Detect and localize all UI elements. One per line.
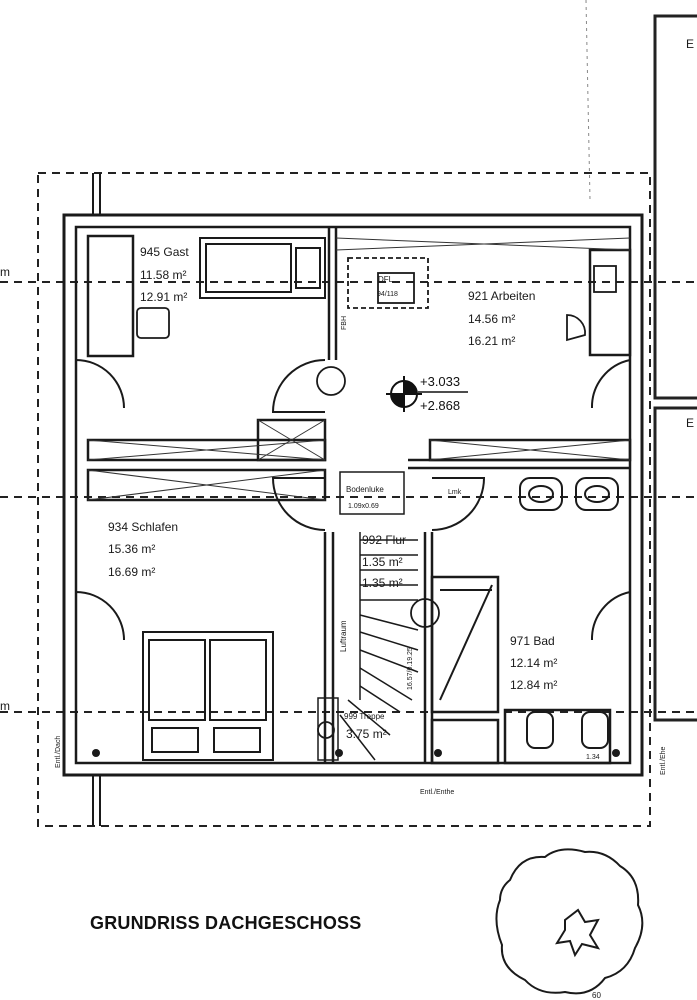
bodenluke-size: 1.09x0.69 [348, 503, 379, 510]
corner-number: 60 [592, 991, 601, 1000]
enth-right: Entl./Ehe [660, 746, 667, 775]
level-marker [386, 376, 468, 412]
gast-area2: 12.91 m² [140, 290, 187, 304]
edge-m-bottom: m [0, 699, 10, 713]
interior-walls [86, 227, 632, 765]
arbeiten-area2: 16.21 m² [468, 334, 515, 348]
schlafen-name: 934 Schlafen [108, 520, 178, 534]
sheet-line [585, 0, 591, 201]
guest-bed [199, 237, 326, 299]
dfl-label: DFL [378, 275, 394, 284]
bad-name: 971 Bad [510, 634, 555, 648]
treppe-area: 3.75 m² [346, 727, 387, 741]
schlafen-area1: 15.36 m² [108, 542, 155, 556]
luftraum-label: Luftraum [339, 620, 348, 652]
arbeiten-name: 921 Arbeiten [468, 289, 535, 303]
enth-left: Entl./Dach [55, 736, 62, 768]
edge-m-top: m [0, 265, 10, 279]
staircase [317, 471, 419, 761]
gast-area1: 11.58 m² [140, 268, 186, 282]
corner-posts [92, 749, 620, 757]
double-bed [142, 631, 274, 761]
edge-e-mid: E [686, 416, 694, 430]
tree-symbol [495, 848, 644, 995]
arbeiten-area1: 14.56 m² [468, 312, 515, 326]
plan-title: GRUNDRISS DACHGESCHOSS [90, 913, 362, 933]
dfl-size: 94/118 [377, 291, 398, 298]
level-lower: +2.868 [420, 398, 460, 413]
doors [75, 359, 631, 641]
bathroom-fixtures [439, 477, 619, 749]
flur-area1: 1.35 m² [362, 555, 403, 569]
lmk-label: Lmk [448, 489, 462, 496]
gast-name: 945 Gast [140, 245, 189, 259]
wall-markers [92, 173, 101, 826]
bad-dim: 1.34 [586, 754, 600, 761]
neighbour-building [653, 14, 697, 722]
stair-dim: 16.57/0.19.25 [407, 647, 414, 690]
level-upper: +3.033 [420, 374, 460, 389]
enth-bottom: Entl./Enthe [420, 789, 454, 796]
roof-outline [0, 172, 697, 827]
furniture [136, 257, 617, 739]
flur-area2: 1.35 m² [362, 576, 403, 590]
bad-area1: 12.14 m² [510, 656, 557, 670]
room-labels: 945 Gast 11.58 m² 12.91 m² 921 Arbeiten … [0, 37, 694, 1000]
bodenluke-label: Bodenluke [346, 485, 384, 494]
exterior-walls [62, 213, 644, 777]
schlafen-area2: 16.69 m² [108, 565, 155, 579]
bad-area2: 12.84 m² [510, 678, 557, 692]
edge-e-top: E [686, 37, 694, 51]
treppe-name: 999 Treppe [344, 712, 385, 721]
fbh-label: FBH [341, 316, 348, 330]
flur-name: 992 Flur [362, 533, 406, 547]
wall-cross-hatch [87, 237, 631, 501]
